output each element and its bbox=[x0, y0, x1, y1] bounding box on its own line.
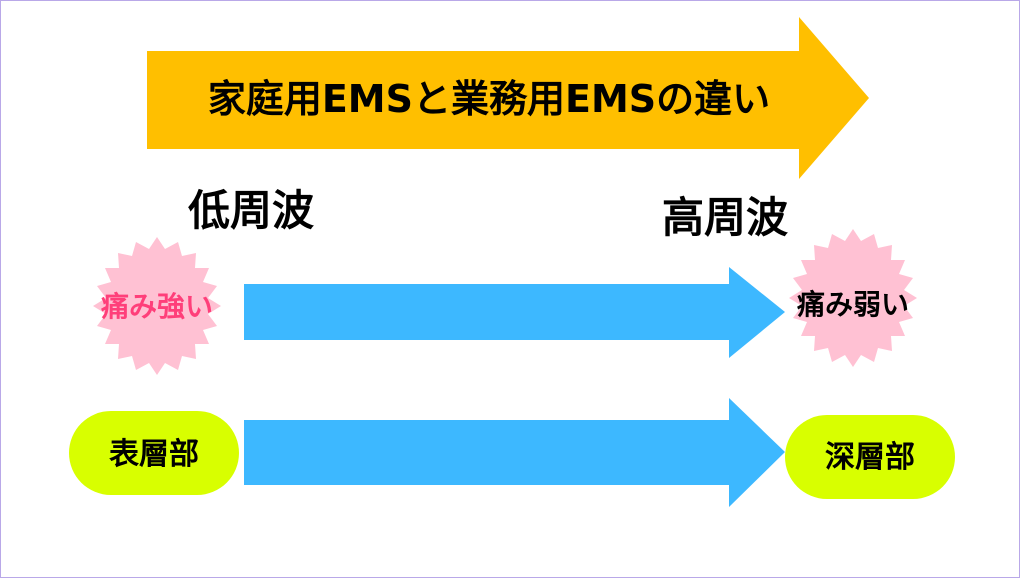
surface-layer-pill bbox=[69, 411, 239, 495]
pain-flow-arrow bbox=[244, 267, 785, 358]
surface-layer-label: 表層部 bbox=[109, 437, 199, 472]
strong-pain-starburst bbox=[93, 237, 221, 375]
depth-flow-arrow bbox=[244, 398, 785, 507]
title-text: 家庭用EMSと業務用EMSの違い bbox=[208, 77, 770, 121]
weak-pain-starburst bbox=[789, 229, 917, 367]
deep-layer-pill bbox=[785, 415, 955, 499]
strong-pain-label: 痛み強い bbox=[101, 290, 213, 323]
high-frequency-label: 高周波 bbox=[662, 193, 788, 242]
title-arrow bbox=[147, 17, 869, 179]
low-frequency-label: 低周波 bbox=[188, 186, 314, 235]
deep-layer-label: 深層部 bbox=[825, 440, 915, 475]
weak-pain-label: 痛み弱い bbox=[797, 288, 909, 321]
